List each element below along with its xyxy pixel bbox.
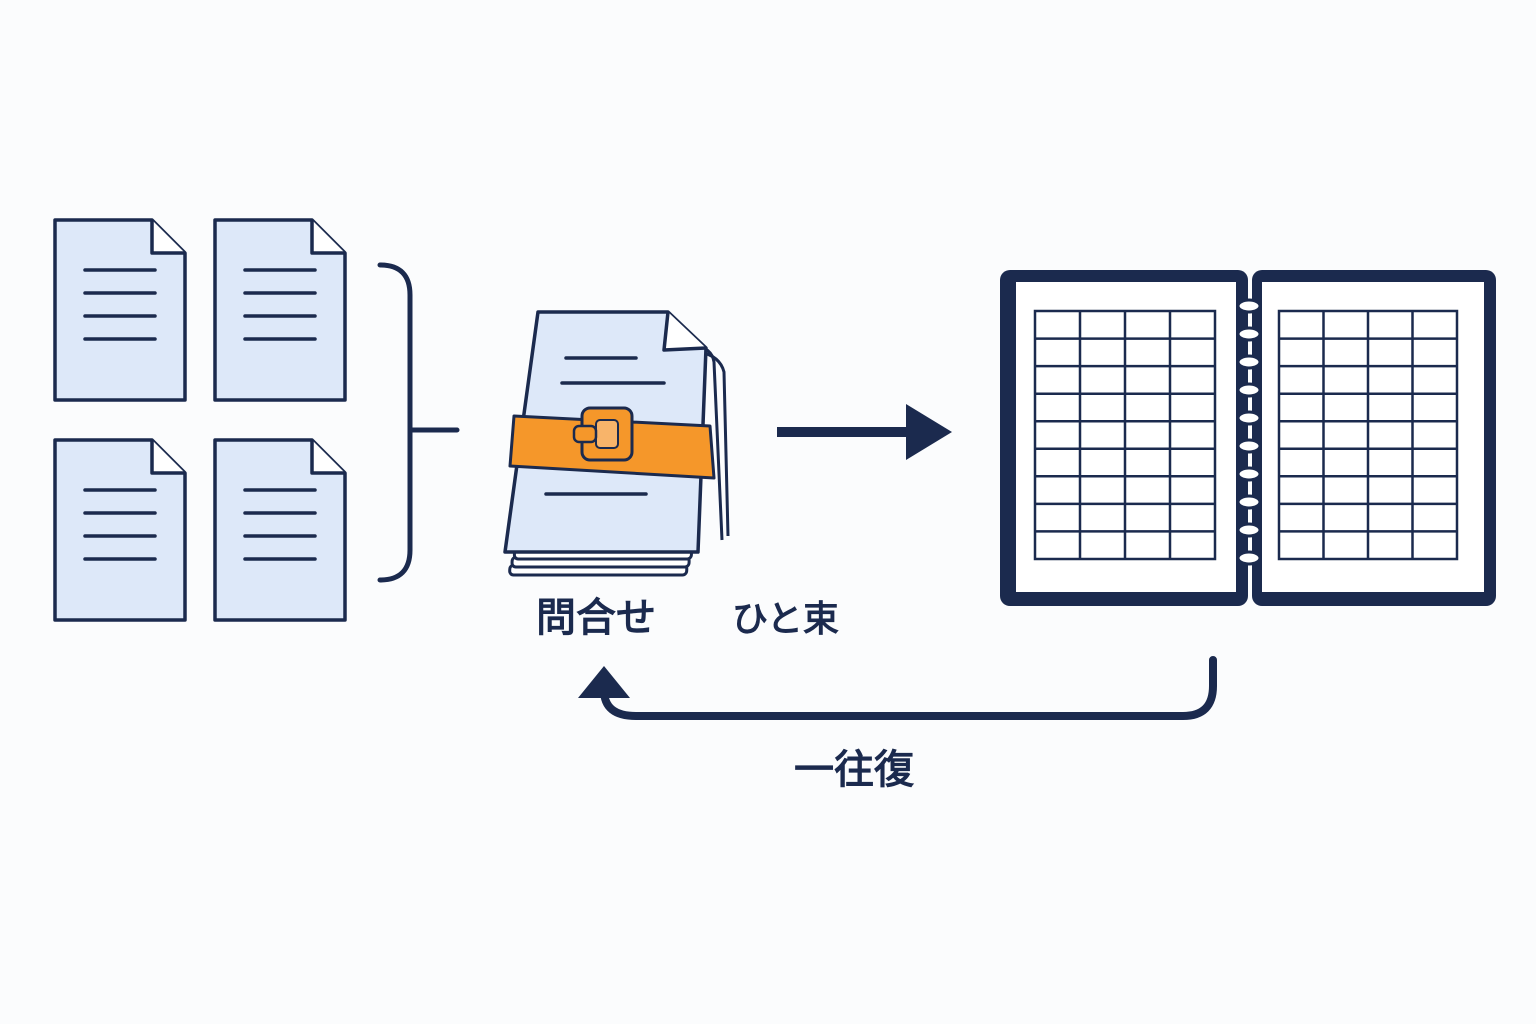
inquiry-label: 問合せ — [536, 595, 656, 641]
arrow-right-icon — [777, 404, 952, 460]
spiral-binder-icon — [1000, 270, 1496, 606]
document-icon — [53, 438, 187, 622]
bundle-label: ひと束 — [732, 599, 839, 640]
bracket — [377, 262, 460, 583]
table-grid-right — [1277, 309, 1459, 561]
spiral-rings — [1236, 298, 1262, 566]
document-grid — [53, 218, 347, 622]
document-icon — [213, 218, 347, 402]
return-arrow-icon — [578, 656, 1217, 720]
strap-buckle-icon — [508, 406, 716, 480]
table-grid-left — [1033, 309, 1217, 561]
document-icon — [53, 218, 187, 402]
document-icon — [213, 438, 347, 622]
round-trip-label: 一往復 — [794, 747, 914, 793]
